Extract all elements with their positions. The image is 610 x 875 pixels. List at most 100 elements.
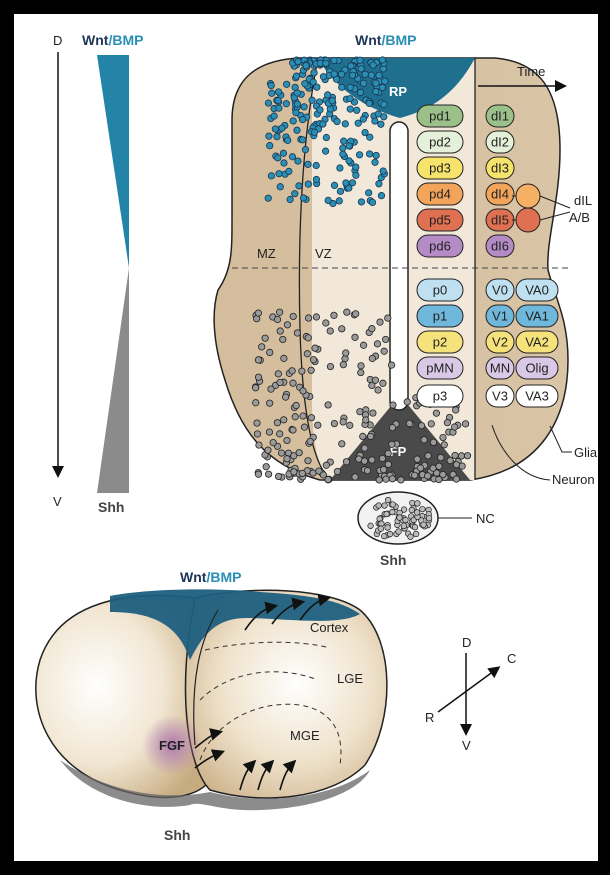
wnt-dot (293, 109, 299, 115)
nc-dot (387, 531, 393, 537)
shh-dot (447, 457, 453, 463)
wnt-dot (373, 80, 379, 86)
progenitor-p0: p0 (417, 279, 463, 301)
wnt-dot (290, 118, 296, 124)
shh-dot (367, 433, 373, 439)
shh-dot (315, 422, 321, 428)
wnt-dot (283, 81, 289, 87)
progenitor-pd3: pd3 (417, 157, 463, 179)
neuron-V3: V3 (486, 385, 514, 407)
shh-dot (325, 476, 331, 482)
svg-text:VA3: VA3 (525, 389, 549, 404)
shh-dot (453, 476, 459, 482)
svg-text:pMN: pMN (426, 361, 453, 376)
wnt-dot (373, 152, 379, 158)
shh-dot (369, 355, 375, 361)
shh-dot (278, 450, 284, 456)
shh-dot (390, 402, 396, 408)
progenitor-pd2: pd2 (417, 131, 463, 153)
dil-a-circle (516, 184, 540, 208)
nc-dot (378, 526, 384, 532)
shh-label-brain: Shh (164, 827, 190, 843)
shh-dot (308, 414, 314, 420)
glia-VA2: VA2 (516, 331, 558, 353)
wnt-dot (323, 60, 329, 66)
shh-dot (276, 309, 282, 315)
progenitor-pd5: pd5 (417, 209, 463, 231)
shh-dot (411, 472, 417, 478)
shh-dot (436, 476, 442, 482)
wnt-dot (368, 72, 374, 78)
shh-gradient-wedge (97, 268, 129, 493)
ab-label: A/B (569, 210, 590, 225)
wnt-dot (357, 89, 363, 95)
shh-dot (383, 476, 389, 482)
shh-dot (379, 455, 385, 461)
svg-text:Olig: Olig (525, 361, 548, 376)
nc-dot (381, 533, 387, 539)
nc-dot (420, 506, 426, 512)
nc-dot (409, 507, 415, 513)
shh-dot (290, 313, 296, 319)
shh-dot (444, 419, 450, 425)
nc-dot (376, 503, 382, 509)
progenitor-p1: p1 (417, 305, 463, 327)
shh-dot (277, 328, 283, 334)
shh-dot (300, 388, 306, 394)
wnt-dot (301, 104, 307, 110)
wnt-dot (283, 101, 289, 107)
shh-dot (352, 334, 358, 340)
shh-dot (381, 348, 387, 354)
shh-dot (281, 417, 287, 423)
progenitor-pd1: pd1 (417, 105, 463, 127)
shh-dot (299, 470, 305, 476)
svg-text:pd5: pd5 (429, 213, 451, 228)
shh-dot (428, 421, 434, 427)
shh-dot (277, 379, 283, 385)
shh-dot (277, 431, 283, 437)
mge-label: MGE (290, 728, 320, 743)
wnt-dot (380, 168, 386, 174)
svg-text:p1: p1 (433, 309, 447, 324)
shh-dot (362, 445, 368, 451)
axis-d-label: D (462, 635, 471, 650)
wnt-dot (340, 138, 346, 144)
progenitor-pd6: pd6 (417, 235, 463, 257)
neuron-dI6: dI6 (486, 235, 514, 257)
shh-dot (274, 419, 280, 425)
shh-label-left: Shh (98, 499, 124, 515)
brain-diagram: Wnt/BMP FGF Cortex LGE MGE Sh (36, 569, 387, 843)
orientation-axes: D V R C (425, 635, 516, 753)
wnt-dot (299, 137, 305, 143)
nc-dot (403, 517, 409, 523)
wnt-dot (372, 159, 378, 165)
wnt-dot (336, 198, 342, 204)
wnt-dot (265, 100, 271, 106)
shh-dot (343, 350, 349, 356)
shh-dot (255, 357, 261, 363)
shh-dot (433, 410, 439, 416)
shh-dot (451, 424, 457, 430)
neuron-label: Neuron (552, 472, 595, 487)
shh-dot (430, 465, 436, 471)
gradient-panel: D V Wnt/BMP Shh (53, 32, 143, 515)
shh-dot (462, 421, 468, 427)
progenitor-pMN: pMN (417, 357, 463, 379)
wnt-dot (313, 176, 319, 182)
shh-dot (377, 319, 383, 325)
dorsal-label: D (53, 33, 62, 48)
shh-dot (369, 325, 375, 331)
svg-text:dI1: dI1 (491, 109, 509, 124)
shh-dot (404, 399, 410, 405)
wnt-dot (295, 58, 301, 64)
shh-label-nc: Shh (380, 552, 406, 568)
wnt-dot (365, 190, 371, 196)
nc-dot (389, 509, 395, 515)
wnt-dot (286, 168, 292, 174)
shh-dot (284, 437, 290, 443)
shh-dot (255, 471, 261, 477)
shh-dot (331, 312, 337, 318)
wnt-dot (342, 121, 348, 127)
shh-dot (274, 316, 280, 322)
